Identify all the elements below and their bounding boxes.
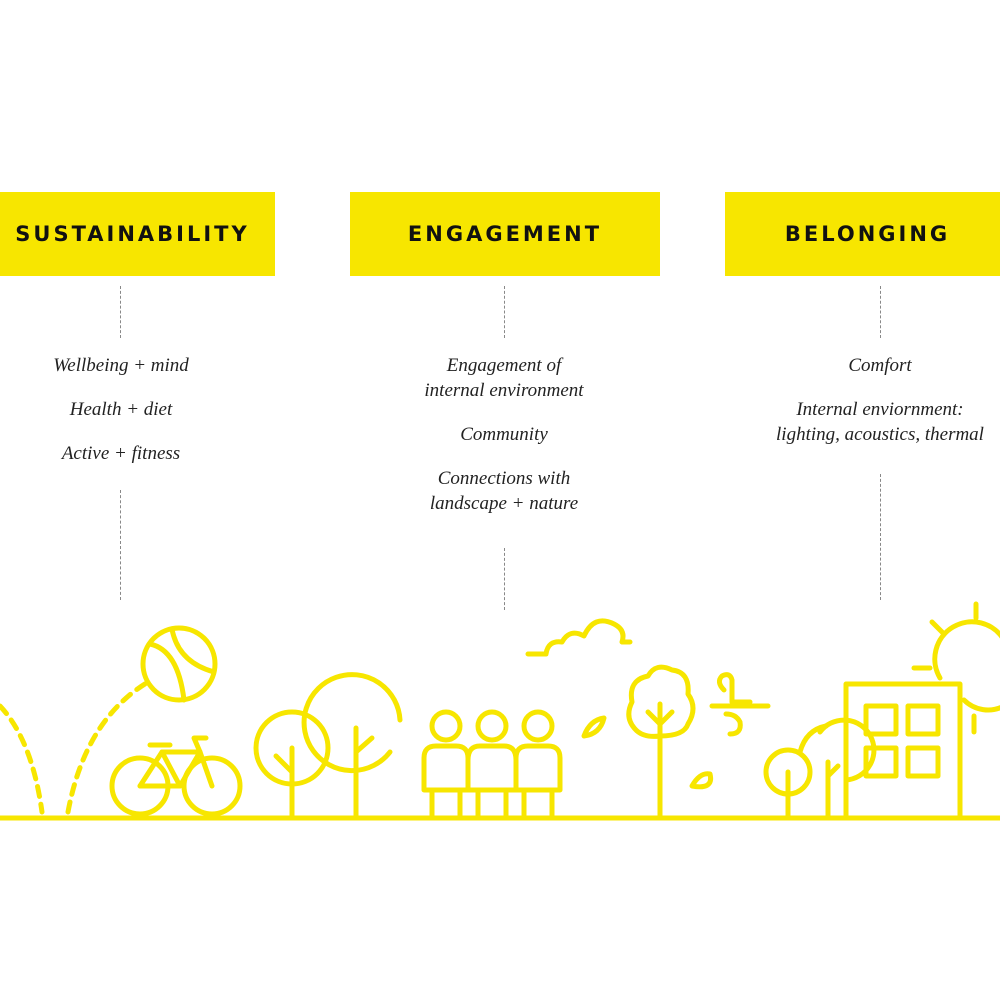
belonging-item-internal: Internal enviornment: lighting, acoustic… [776, 399, 984, 445]
belonging-item-comfort: Comfort [848, 355, 912, 376]
building-icon [843, 681, 963, 821]
connector-bottom-engagement [504, 548, 505, 610]
tree-icon-cluster [763, 717, 877, 821]
sustainability-item-active: Active + fitness [61, 443, 181, 464]
connector-top-belonging [880, 286, 881, 338]
landscape-illustration [0, 601, 1000, 821]
header-engagement: ENGAGEMENT [350, 192, 660, 276]
sustainability-item-health: Health + diet [69, 399, 173, 420]
connector-top-engagement [504, 286, 505, 338]
connector-top-sustainability [120, 286, 121, 338]
header-engagement-label: ENGAGEMENT [407, 222, 603, 246]
header-sustainability-label: SUSTAINABILITY [15, 222, 250, 246]
bicycle-icon [109, 735, 243, 817]
engagement-item-internal: Engagement of internal environment [424, 355, 584, 401]
wind-icon [709, 672, 771, 737]
cloud-icon [525, 618, 633, 657]
people-group-icon [421, 709, 563, 821]
engagement-item-connections: Connections with landscape + nature [429, 468, 579, 514]
tree-icon-small [253, 709, 331, 821]
ball-icon [140, 625, 218, 703]
leaf-icon [581, 715, 714, 790]
header-belonging: BELONGING [725, 192, 1000, 276]
tree-icon-tall [626, 664, 696, 821]
engagement-item-community: Community [460, 424, 548, 445]
sun-icon [911, 601, 1000, 735]
ball-trajectory [0, 679, 151, 815]
header-belonging-label: BELONGING [784, 222, 951, 246]
tree-icon-large [301, 672, 403, 821]
sustainability-item-wellbeing: Wellbeing + mind [53, 355, 189, 376]
connector-bottom-sustainability [120, 490, 121, 600]
header-sustainability: SUSTAINABILITY [0, 192, 275, 276]
connector-bottom-belonging [880, 474, 881, 600]
